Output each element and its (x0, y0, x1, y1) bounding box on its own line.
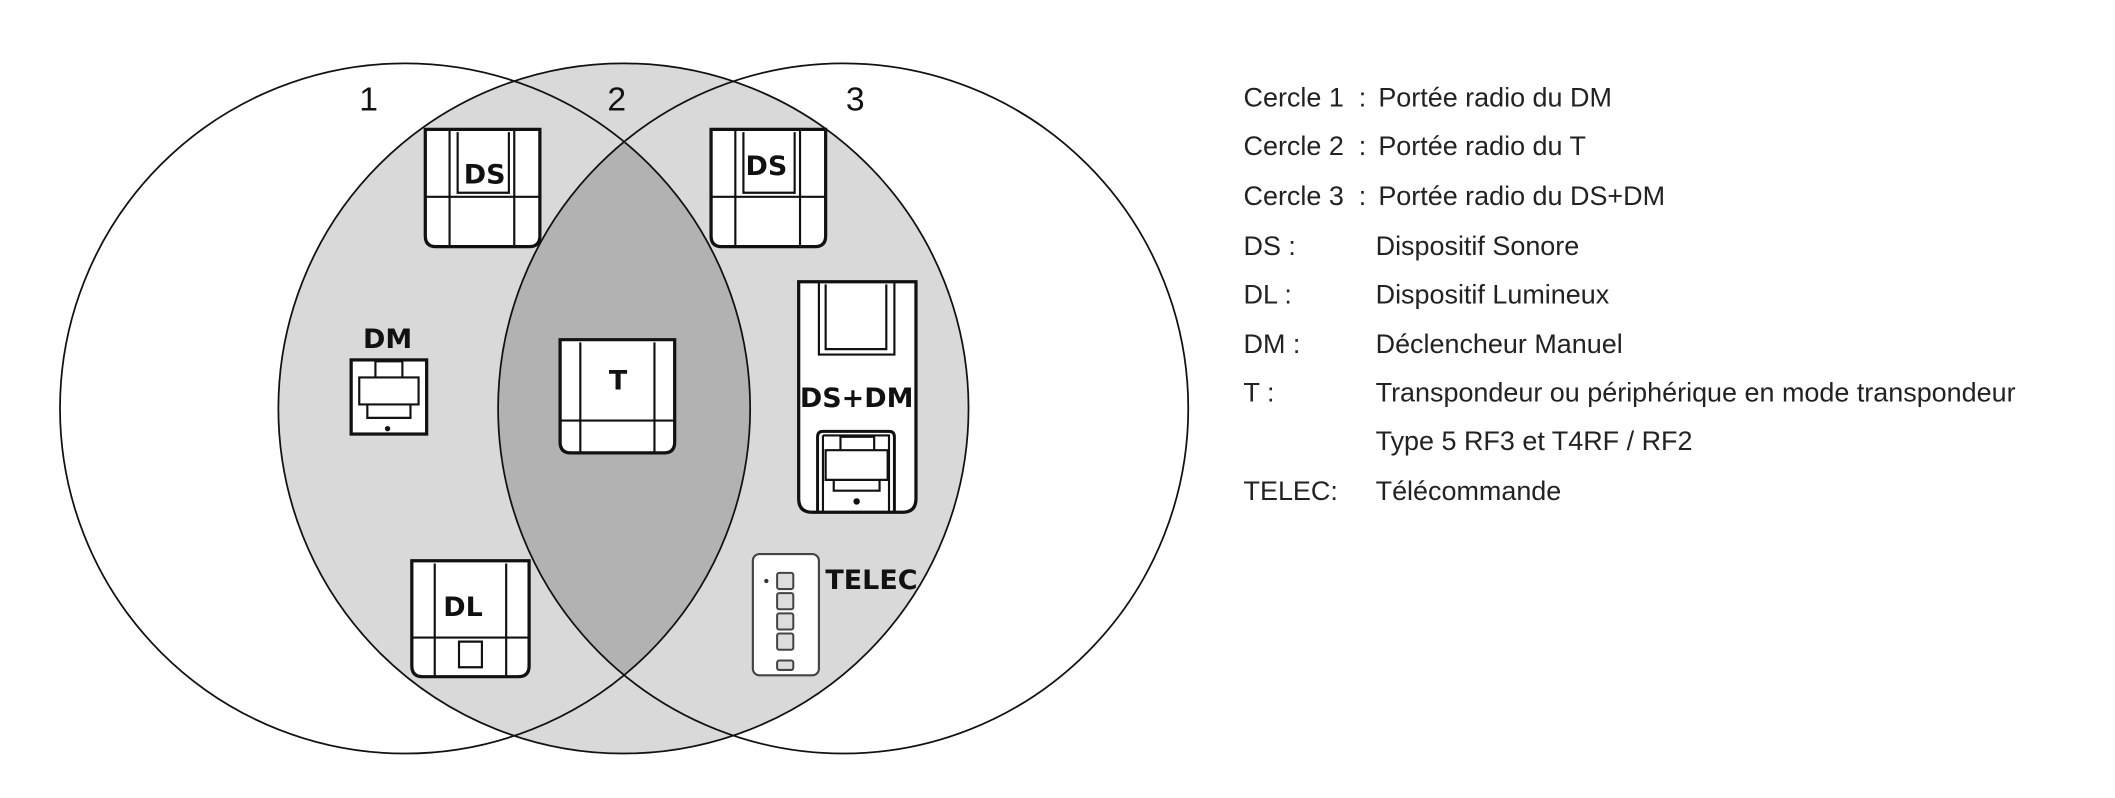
legend-row: Type 5 RF3 et T4RF / RF2 (1376, 426, 1693, 456)
dl-label: DL (443, 592, 483, 623)
legend-row: T : Transpondeur ou périphérique en mode… (1244, 378, 2016, 408)
dl-device-icon: DL (410, 559, 531, 679)
ds-left-label: DS (464, 159, 506, 190)
legend: Cercle 1 : Portée radio du DM Cercle 2 :… (1244, 82, 2016, 506)
legend-description: Transpondeur ou périphérique en mode tra… (1376, 378, 2016, 408)
circle-3 (497, 62, 1190, 755)
legend-row: Cercle 3 : Portée radio du DS+DM (1244, 181, 1666, 211)
legend-term: Cercle 1 : (1244, 82, 1367, 112)
circle-1-label: 1 (359, 82, 378, 119)
circle-2 (277, 62, 970, 755)
ds-device-right-icon: DS (709, 127, 828, 249)
legend-term: DM : (1244, 329, 1301, 359)
circle-3-label: 3 (846, 82, 865, 119)
overlap-1-3-fill (498, 63, 751, 754)
transponder-device-icon: T (558, 338, 677, 455)
dm-device-icon: DM (349, 324, 429, 436)
legend-row: DL : Dispositif Lumineux (1244, 279, 1610, 309)
legend-term: DL : (1244, 279, 1292, 309)
legend-term: T : (1244, 378, 1275, 408)
circle-1 (59, 62, 752, 755)
legend-row: Cercle 1 : Portée radio du DM (1244, 82, 1612, 112)
circle-2-label: 2 (607, 82, 626, 119)
legend-row: TELEC: Télécommande (1244, 476, 1562, 506)
ds-device-left-icon: DS (423, 127, 542, 249)
legend-description: Télécommande (1376, 476, 1562, 506)
ds-dm-label: DS+DM (800, 383, 914, 414)
legend-row: Cercle 2 : Portée radio du T (1244, 131, 1586, 161)
legend-term: DS : (1244, 231, 1296, 261)
legend-description: Portée radio du T (1378, 131, 1586, 161)
legend-row: DS : Dispositif Sonore (1244, 231, 1580, 261)
telec-label: TELEC (825, 565, 917, 596)
dm-label: DM (363, 324, 412, 355)
remote-control-icon: TELEC (751, 552, 918, 677)
ds-dm-device-icon: DS+DM (797, 280, 918, 514)
legend-row: DM : Déclencheur Manuel (1244, 329, 1623, 359)
legend-term: TELEC: (1244, 476, 1338, 506)
ds-right-label: DS (745, 151, 787, 182)
legend-description: Déclencheur Manuel (1376, 329, 1623, 359)
legend-description: Portée radio du DS+DM (1378, 181, 1665, 211)
legend-description: Dispositif Lumineux (1376, 279, 1610, 309)
legend-description: Dispositif Sonore (1376, 231, 1580, 261)
legend-description: Portée radio du DM (1378, 82, 1612, 112)
legend-description: Type 5 RF3 et T4RF / RF2 (1376, 426, 1693, 456)
t-label: T (609, 366, 628, 397)
legend-term: Cercle 3 : (1244, 181, 1367, 211)
legend-term: Cercle 2 : (1244, 131, 1367, 161)
